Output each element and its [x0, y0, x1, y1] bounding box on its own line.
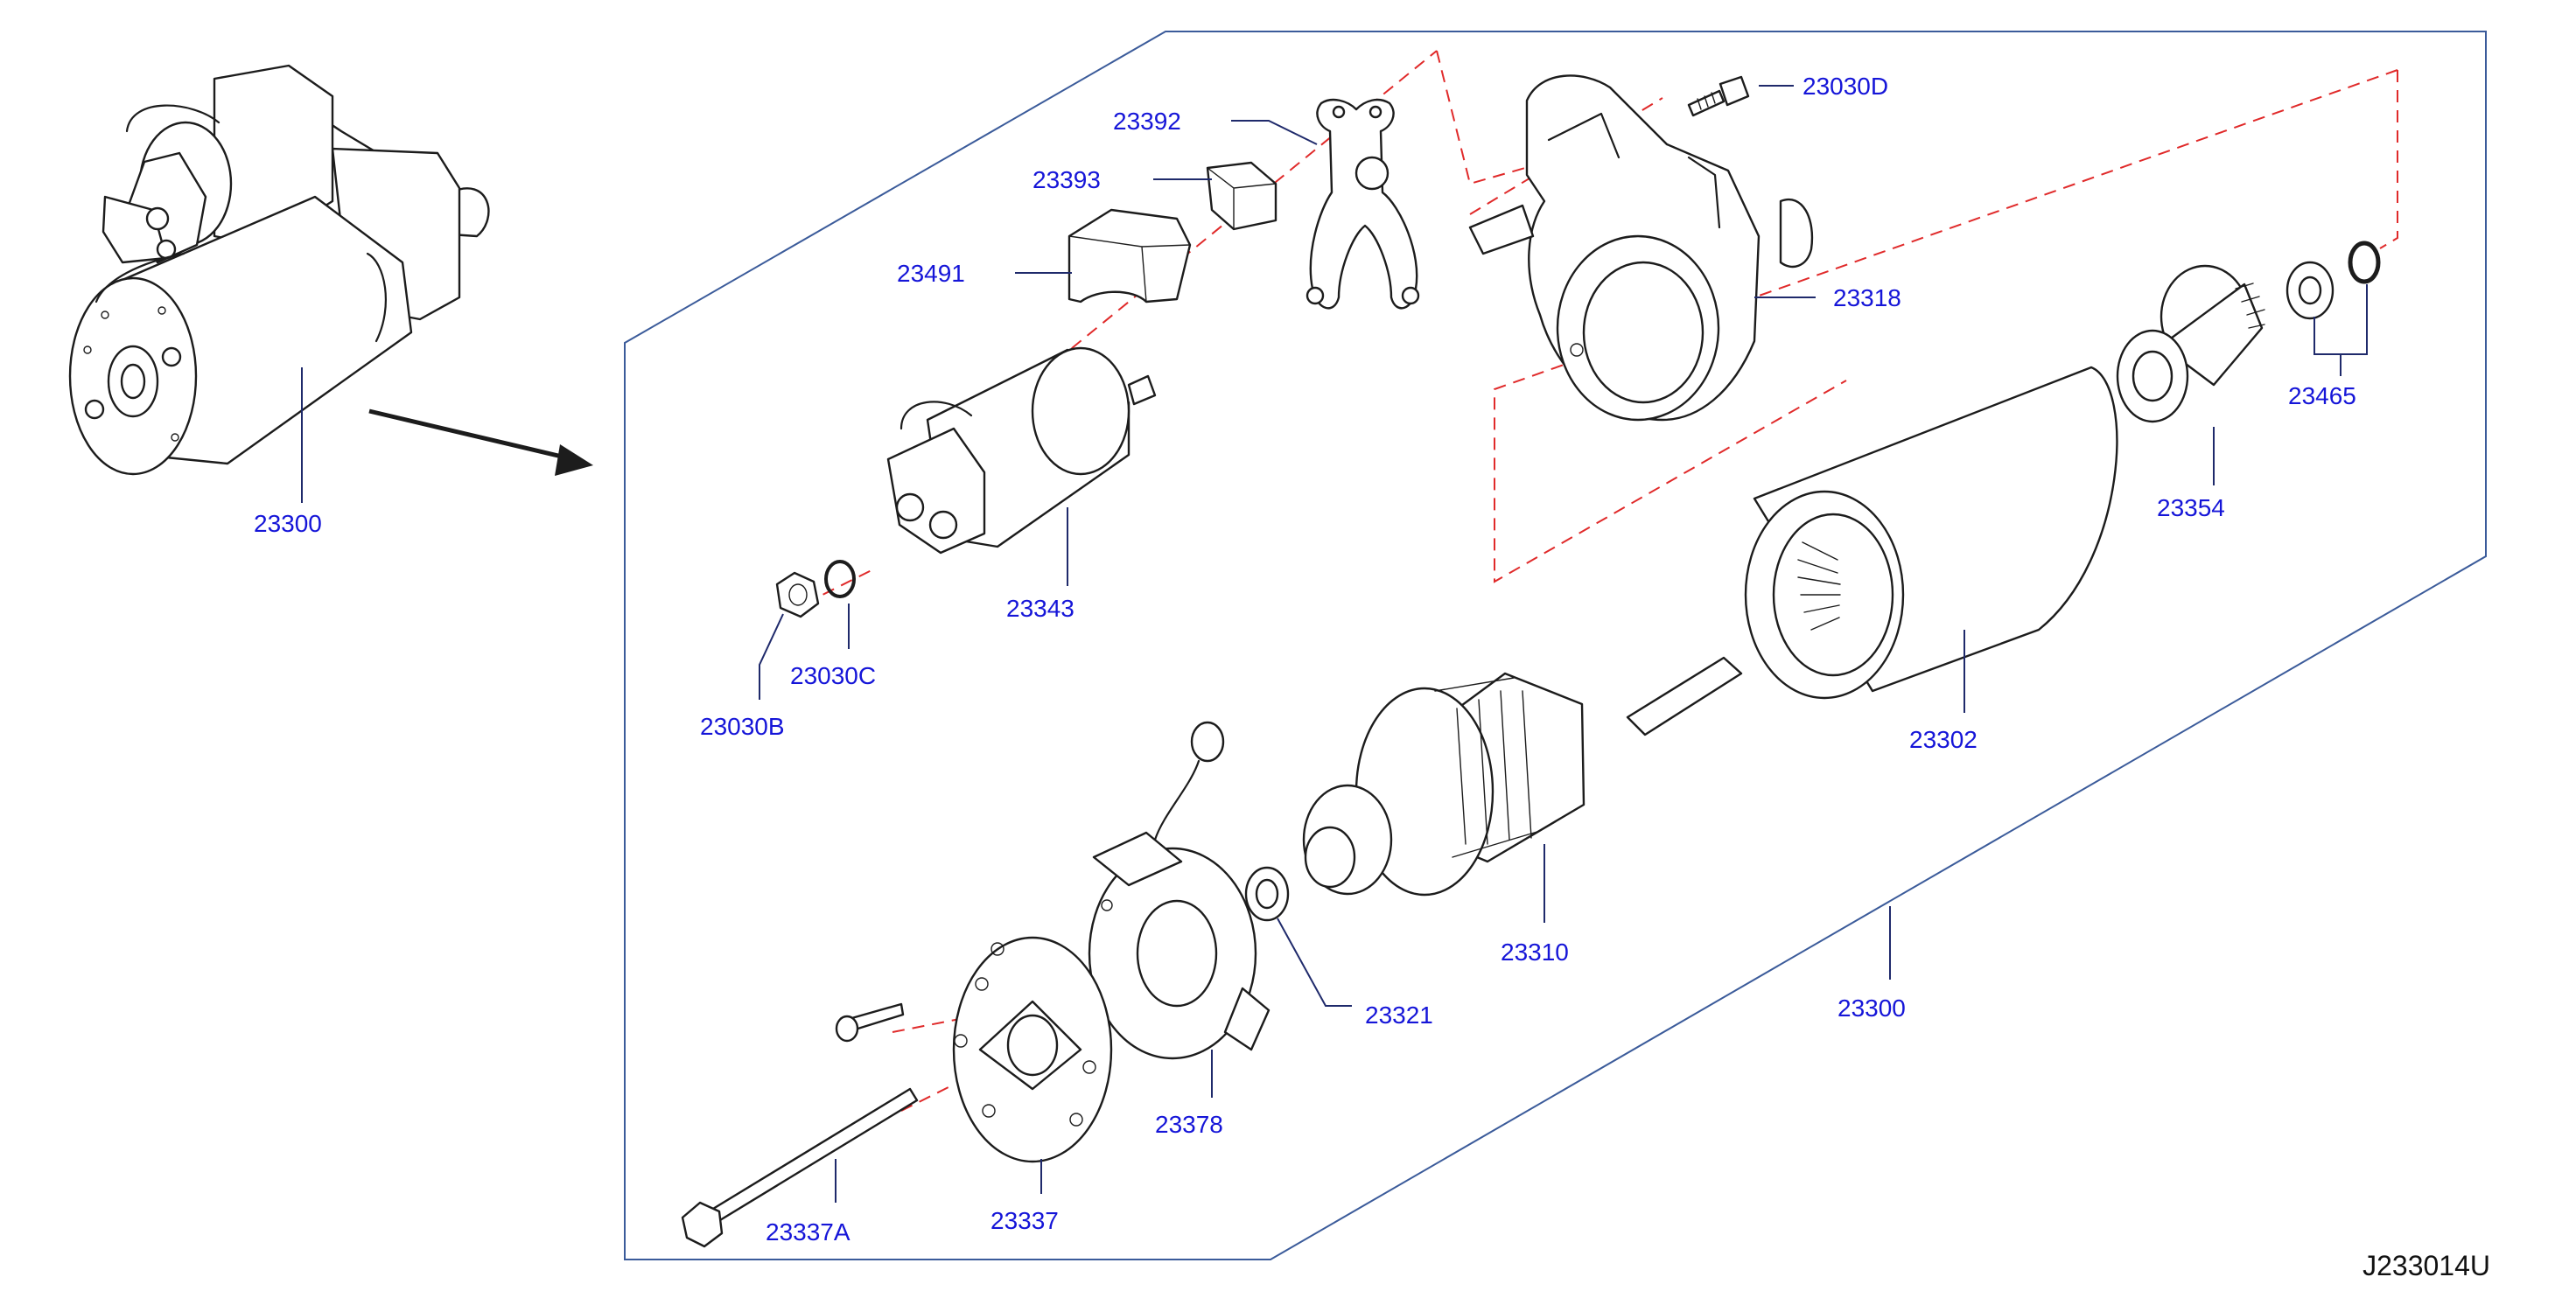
- part-label-23030b[interactable]: 23030B: [700, 713, 785, 740]
- through-bolt-23337a[interactable]: [681, 1087, 919, 1248]
- part-label-23378[interactable]: 23378: [1155, 1111, 1223, 1138]
- part-label-23310[interactable]: 23310: [1501, 939, 1569, 966]
- assembly-pointer-arrow: [368, 408, 593, 476]
- leader-lines: [301, 85, 2368, 1203]
- part-label-23030d[interactable]: 23030D: [1802, 73, 1888, 100]
- part-label-23392[interactable]: 23392: [1113, 108, 1181, 135]
- armature-part[interactable]: [1302, 656, 1743, 897]
- part-label-23343[interactable]: 23343: [1006, 595, 1074, 622]
- magnetic-switch-solenoid[interactable]: [886, 346, 1157, 555]
- part-label-23337[interactable]: 23337: [990, 1207, 1059, 1234]
- solenoid-washer-23030c[interactable]: [824, 560, 856, 598]
- part-label-23302[interactable]: 23302: [1909, 726, 1978, 753]
- brush-holder-part[interactable]: [1088, 721, 1270, 1060]
- part-label-23300-assembly[interactable]: 23300: [254, 510, 322, 537]
- assembly-boundary-frame: [624, 31, 2487, 1260]
- part-label-23354[interactable]: 23354: [2157, 494, 2225, 521]
- pinion-gear-part[interactable]: [2116, 264, 2265, 423]
- part-label-23030c[interactable]: 23030C: [790, 662, 876, 689]
- lever-seal-plate[interactable]: [1068, 208, 1192, 304]
- part-label-23465[interactable]: 23465: [2288, 382, 2356, 409]
- housing-screw-23030d[interactable]: [1687, 75, 1750, 117]
- part-label-23318[interactable]: 23318: [1833, 284, 1901, 311]
- part-label-23321[interactable]: 23321: [1365, 1001, 1433, 1029]
- part-label-23337a[interactable]: 23337A: [766, 1218, 850, 1246]
- part-label-23300-kit[interactable]: 23300: [1838, 994, 1906, 1022]
- armature-washer-23321[interactable]: [1244, 866, 1290, 922]
- solenoid-nut-23030b[interactable]: [775, 571, 820, 618]
- yoke-part[interactable]: [1744, 366, 2118, 700]
- rear-cover-screw[interactable]: [835, 1002, 905, 1043]
- rear-cover-plate[interactable]: [952, 936, 1113, 1163]
- gear-housing-part[interactable]: [1468, 74, 1814, 422]
- diagram-code: J233014U: [2362, 1250, 2490, 1281]
- part-label-23393[interactable]: 23393: [1032, 166, 1101, 193]
- part-labels: 23300 23392 23393 23491 23030D 23318 234…: [254, 73, 2356, 1246]
- stop-ring-and-washer[interactable]: [2286, 241, 2381, 320]
- lever-rubber-block[interactable]: [1206, 161, 1278, 231]
- part-label-23491[interactable]: 23491: [897, 260, 965, 287]
- shift-lever-part[interactable]: [1306, 98, 1420, 310]
- starter-motor-assembly[interactable]: [68, 64, 490, 476]
